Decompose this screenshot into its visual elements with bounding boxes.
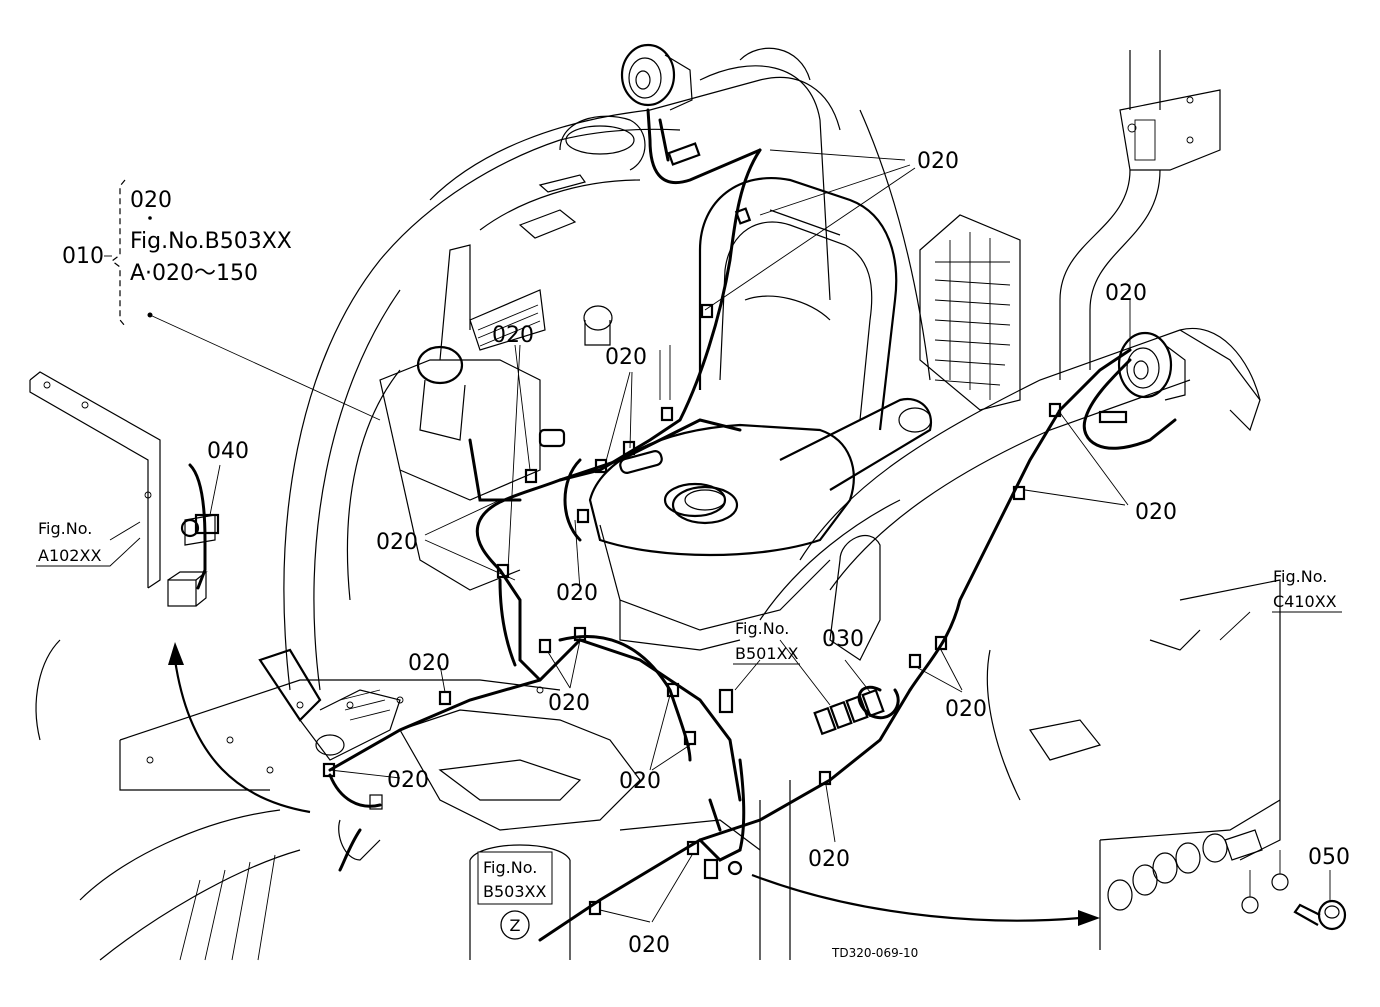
fig-ref-c410-line2: C410XX <box>1273 592 1337 611</box>
bolt-050 <box>1293 899 1347 931</box>
label-050: 050 <box>1308 845 1350 870</box>
fig-ref-b503-line2: B503XX <box>483 882 546 901</box>
label-020-seat-left: 020 <box>492 323 534 348</box>
label-040: 040 <box>207 439 249 464</box>
work-light-top <box>620 43 693 111</box>
pedal-linkage <box>258 648 401 861</box>
callout-group-010: 010 020 Fig.No.B503XX A·020～150 <box>62 179 292 327</box>
bracket-left <box>29 371 216 589</box>
work-light-right <box>1117 331 1186 401</box>
fig-ref-b503: Fig.No. B503XX <box>477 851 553 905</box>
label-020-floor-center: 020 <box>548 691 590 716</box>
floor-step <box>35 639 791 961</box>
label-020-left-mid: 020 <box>376 530 418 555</box>
label-020-right-top: 020 <box>1105 281 1147 306</box>
fig-ref-c410-line1: Fig.No. <box>1273 567 1327 586</box>
fig-ref-a102-line1: Fig.No. <box>38 519 92 538</box>
fig-ref-c410: Fig.No. C410XX <box>1272 567 1342 613</box>
label-020-bottom-low: 020 <box>808 847 850 872</box>
callout-line-2: Fig.No.B503XX <box>130 229 292 254</box>
beacon-socket <box>583 305 727 518</box>
fig-ref-b501-line2: B501XX <box>735 644 798 663</box>
callout-outer-label: 010 <box>62 244 104 269</box>
fig-ref-b501-line1: Fig.No. <box>735 619 789 638</box>
leader-lines <box>109 149 1331 923</box>
fig-ref-b503-line1: Fig.No. <box>483 858 537 877</box>
label-020-bottom: 020 <box>628 933 670 958</box>
fig-ref-a102: Fig.No. A102XX <box>36 519 141 567</box>
callout-line-3: A·020～150 <box>130 261 258 286</box>
fig-ref-b501: Fig.No. B501XX <box>733 619 800 665</box>
callout-line-1: 020 <box>130 188 172 213</box>
view-marker-z: Z <box>500 910 530 940</box>
label-020-center: 020 <box>556 581 598 606</box>
drawing-code: TD320-069-10 <box>831 946 918 960</box>
wire-harness <box>180 108 1177 942</box>
label-020-right-mid: 020 <box>1135 500 1177 525</box>
relay-box-left <box>167 571 208 607</box>
fig-ref-a102-line2: A102XX <box>38 546 101 565</box>
label-020-seat-mid: 020 <box>605 345 647 370</box>
label-020-right-low: 020 <box>945 697 987 722</box>
label-020-bracket: 020 <box>387 768 429 793</box>
direction-arrows <box>168 642 1100 926</box>
label-030: 030 <box>822 627 864 652</box>
label-020-top: 020 <box>917 149 959 174</box>
terminal-block-right <box>1107 829 1289 914</box>
view-marker-letter: Z <box>510 916 521 935</box>
connector-cluster <box>813 688 885 736</box>
label-020-floor-right: 020 <box>619 769 661 794</box>
label-020-floor-left: 020 <box>408 651 450 676</box>
